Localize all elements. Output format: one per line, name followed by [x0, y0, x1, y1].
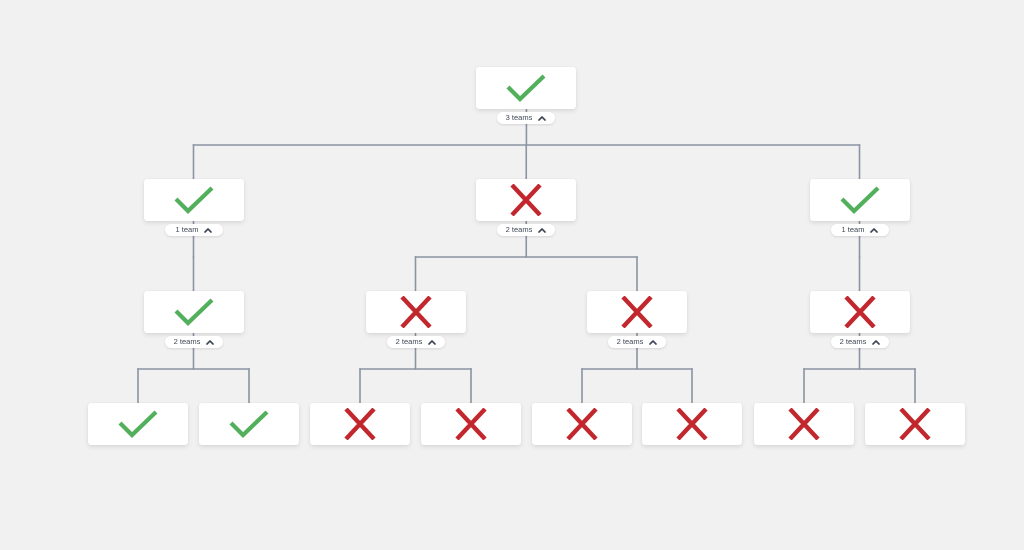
- chevron-up-icon: [870, 228, 879, 233]
- team-node-fail[interactable]: [532, 403, 632, 445]
- check-icon: [174, 186, 214, 214]
- team-node-fail[interactable]: [810, 291, 910, 333]
- chevron-up-icon: [428, 340, 437, 345]
- teams-count-label: 2 teams: [616, 337, 644, 347]
- team-node-fail[interactable]: [642, 403, 742, 445]
- team-node-fail[interactable]: [366, 291, 466, 333]
- teams-count-toggle[interactable]: 1 team: [831, 224, 889, 236]
- teams-count-toggle[interactable]: 2 teams: [387, 336, 445, 348]
- cross-icon: [344, 408, 376, 440]
- cross-icon: [455, 408, 487, 440]
- check-icon: [506, 74, 546, 102]
- teams-count-label: 2 teams: [395, 337, 423, 347]
- team-node-fail[interactable]: [587, 291, 687, 333]
- teams-count-label: 2 teams: [173, 337, 201, 347]
- cross-icon: [788, 408, 820, 440]
- cross-icon: [400, 296, 432, 328]
- cross-icon: [844, 296, 876, 328]
- teams-count-label: 1 team: [841, 225, 865, 235]
- check-icon: [840, 186, 880, 214]
- teams-count-label: 2 teams: [505, 225, 533, 235]
- team-node-fail[interactable]: [754, 403, 854, 445]
- cross-icon: [676, 408, 708, 440]
- team-node-fail[interactable]: [310, 403, 410, 445]
- teams-count-toggle[interactable]: 2 teams: [497, 224, 555, 236]
- team-node-fail[interactable]: [476, 179, 576, 221]
- team-node-pass[interactable]: [199, 403, 299, 445]
- cross-icon: [899, 408, 931, 440]
- teams-count-label: 3 teams: [505, 113, 533, 123]
- chevron-up-icon: [204, 228, 213, 233]
- teams-count-label: 1 team: [175, 225, 199, 235]
- teams-count-toggle[interactable]: 1 team: [165, 224, 223, 236]
- teams-count-toggle[interactable]: 2 teams: [165, 336, 223, 348]
- team-node-pass[interactable]: [88, 403, 188, 445]
- teams-count-toggle[interactable]: 2 teams: [831, 336, 889, 348]
- check-icon: [174, 298, 214, 326]
- chevron-up-icon: [206, 340, 215, 345]
- team-node-pass[interactable]: [810, 179, 910, 221]
- cross-icon: [566, 408, 598, 440]
- chevron-up-icon: [872, 340, 881, 345]
- chevron-up-icon: [538, 228, 547, 233]
- team-node-pass[interactable]: [144, 179, 244, 221]
- check-icon: [229, 410, 269, 438]
- team-node-fail[interactable]: [421, 403, 521, 445]
- team-node-pass[interactable]: [476, 67, 576, 109]
- chevron-up-icon: [649, 340, 658, 345]
- teams-count-toggle[interactable]: 3 teams: [497, 112, 555, 124]
- team-node-pass[interactable]: [144, 291, 244, 333]
- teams-count-label: 2 teams: [839, 337, 867, 347]
- cross-icon: [621, 296, 653, 328]
- cross-icon: [510, 184, 542, 216]
- chevron-up-icon: [538, 116, 547, 121]
- team-node-fail[interactable]: [865, 403, 965, 445]
- teams-count-toggle[interactable]: 2 teams: [608, 336, 666, 348]
- check-icon: [118, 410, 158, 438]
